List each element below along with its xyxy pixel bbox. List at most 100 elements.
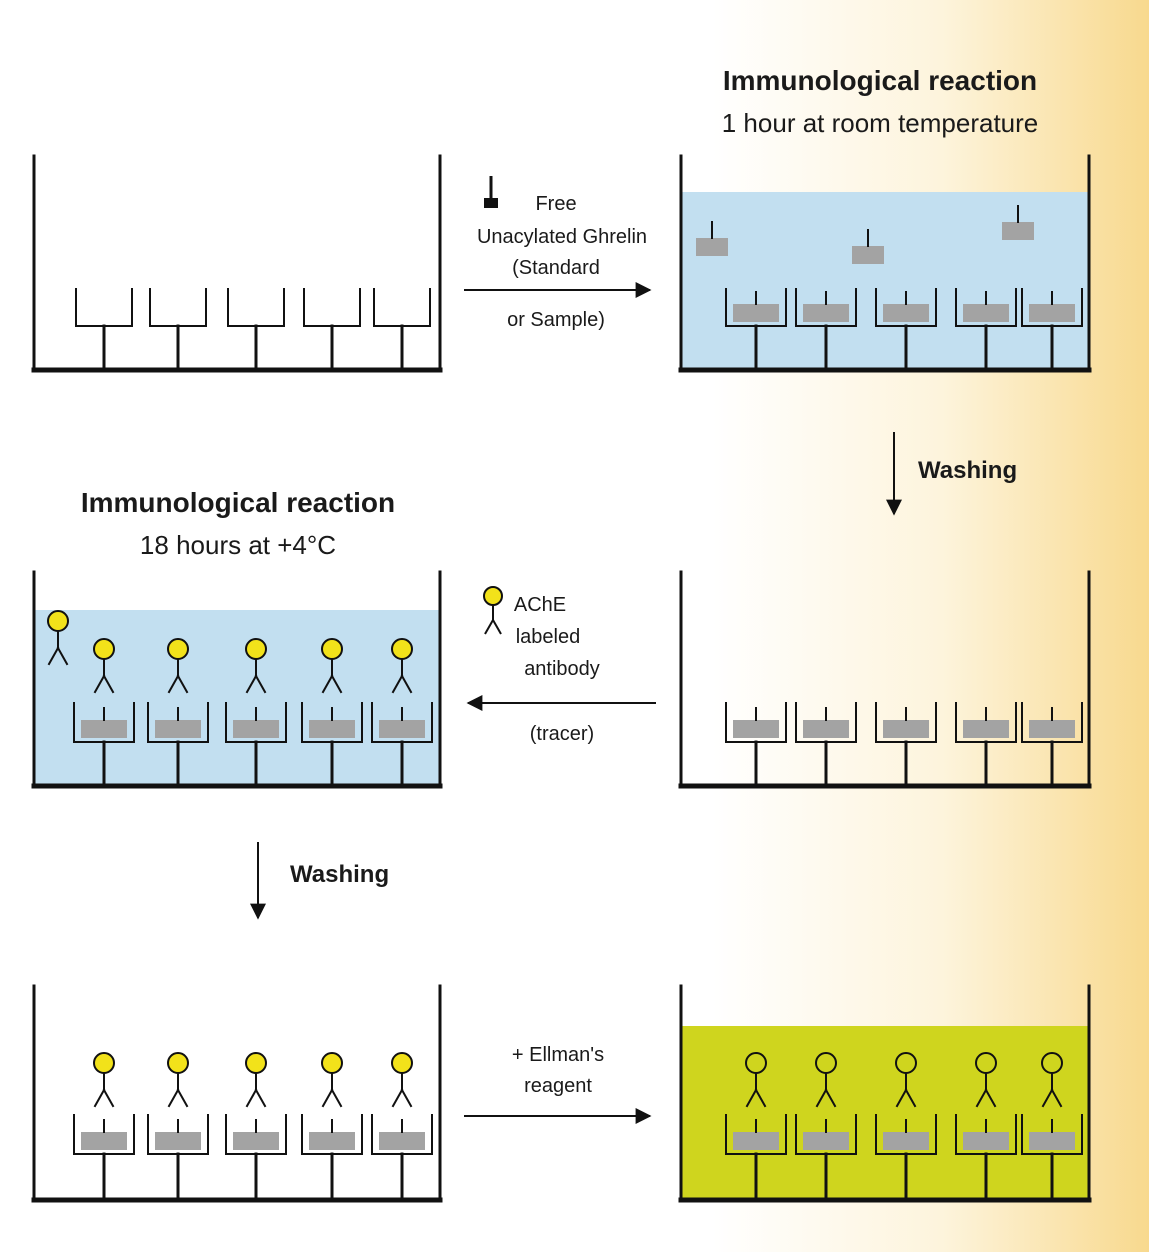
- capture-antibody: [371, 702, 433, 788]
- step3-reagent-arrow: + Ellman's reagent: [464, 1044, 652, 1124]
- bound-ghrelin: [155, 720, 201, 738]
- capture-antibody: [725, 288, 787, 372]
- tracer-arm-left: [895, 1088, 908, 1108]
- tracer-head: [391, 1052, 413, 1074]
- tracer-arm-right: [824, 1088, 837, 1108]
- step2-subtitle: 18 hours at +4°C: [140, 530, 336, 560]
- bound-ghrelin: [803, 720, 849, 738]
- bound-ghrelin: [733, 1132, 779, 1150]
- tracer-head: [47, 610, 69, 632]
- capture-antibody: [303, 288, 361, 372]
- capture-antibody-cup: [149, 288, 207, 327]
- bound-ghrelin: [803, 304, 849, 322]
- tracer-arm-right: [984, 1088, 997, 1108]
- tracer-arm-left: [321, 1088, 334, 1108]
- capture-antibody: [955, 702, 1017, 788]
- tracer-antibody: [321, 638, 343, 694]
- tracer-arm-left: [391, 674, 404, 694]
- capture-antibody: [875, 702, 937, 788]
- bound-ghrelin: [963, 304, 1009, 322]
- bound-ghrelin: [883, 720, 929, 738]
- tracer-antibody: [167, 1052, 189, 1108]
- step2-title: Immunological reaction: [81, 487, 395, 518]
- well-incubation-ghrelin: [678, 154, 1092, 373]
- step2-reagent-line4: (tracer): [530, 723, 594, 745]
- tracer-antibody: [321, 1052, 343, 1108]
- tracer-arm-right: [254, 1088, 267, 1108]
- step2-reagent-line2: labeled: [516, 626, 581, 648]
- tracer-arm-right: [56, 646, 69, 666]
- well-capture-antibodies: [31, 154, 443, 373]
- step1-subtitle: 1 hour at room temperature: [722, 108, 1039, 138]
- capture-antibody-cup: [303, 288, 361, 327]
- tracer-arm-left: [47, 646, 60, 666]
- tracer-antibody: [391, 638, 413, 694]
- step2-reagent-line3: antibody: [524, 658, 600, 680]
- capture-antibody: [147, 702, 209, 788]
- tracer-head: [245, 1052, 267, 1074]
- tracer-arm-right: [254, 674, 267, 694]
- capture-antibody: [955, 1114, 1017, 1202]
- bound-ghrelin: [1029, 720, 1075, 738]
- tracer-arm-right: [102, 674, 115, 694]
- capture-antibody: [795, 702, 857, 788]
- tracer-head: [245, 638, 267, 660]
- tracer-arm-right: [330, 674, 343, 694]
- tracer-antibody: [93, 638, 115, 694]
- capture-antibody: [149, 288, 207, 372]
- well-d-liquid: [34, 610, 440, 786]
- tracer-head: [321, 638, 343, 660]
- bound-ghrelin: [81, 720, 127, 738]
- bound-ghrelin: [1029, 1132, 1075, 1150]
- well-washed-sandwich: [31, 984, 443, 1203]
- tracer-arm-left: [1041, 1088, 1054, 1108]
- step1-reagent-line3: (Standard: [512, 257, 600, 279]
- capture-antibody-cup: [227, 288, 285, 327]
- wash2-label: Washing: [290, 861, 389, 888]
- step1-reagent-arrow: Free Unacylated Ghrelin (Standard or Sam…: [464, 176, 652, 331]
- capture-antibody: [1021, 1114, 1083, 1202]
- capture-antibody: [1021, 288, 1083, 372]
- capture-antibody: [725, 1114, 787, 1202]
- bound-ghrelin: [309, 1132, 355, 1150]
- tracer-antibody: [93, 1052, 115, 1108]
- tracer-antibody: [745, 1052, 767, 1108]
- tracer-head: [93, 1052, 115, 1074]
- capture-antibody: [1021, 702, 1083, 788]
- step1-reagent-line4: or Sample): [507, 309, 605, 331]
- tracer-antibody: [895, 1052, 917, 1108]
- tracer-antibody: [245, 1052, 267, 1108]
- capture-antibody: [75, 288, 133, 372]
- bound-ghrelin: [963, 1132, 1009, 1150]
- tracer-head: [93, 638, 115, 660]
- tracer-arm-right: [176, 1088, 189, 1108]
- capture-antibody: [301, 702, 363, 788]
- wash2-arrow-group: Washing: [250, 842, 389, 920]
- capture-antibody: [795, 288, 857, 372]
- bound-ghrelin: [233, 1132, 279, 1150]
- capture-antibody: [301, 1114, 363, 1202]
- tracer-antibody: [815, 1052, 837, 1108]
- tracer-head: [167, 638, 189, 660]
- step1-title: Immunological reaction: [723, 65, 1037, 96]
- step2-reagent-line1: AChE: [514, 594, 566, 616]
- tracer-arm-left: [815, 1088, 828, 1108]
- tracer-arm-left: [167, 674, 180, 694]
- tracer-arm-left: [245, 1088, 258, 1108]
- tracer-arm-right: [754, 1088, 767, 1108]
- capture-antibody: [73, 702, 135, 788]
- tracer-arm-right: [330, 1088, 343, 1108]
- tracer-arm-right: [102, 1088, 115, 1108]
- bound-ghrelin: [803, 1132, 849, 1150]
- tracer-antibody: [245, 638, 267, 694]
- bound-ghrelin: [733, 304, 779, 322]
- bound-ghrelin: [883, 1132, 929, 1150]
- free-ghrelin-icon: [484, 198, 498, 208]
- bound-ghrelin: [379, 720, 425, 738]
- tracer-antibody-icon: [483, 586, 503, 635]
- capture-antibody: [225, 1114, 287, 1202]
- tracer-arm-right: [176, 674, 189, 694]
- bound-ghrelin: [81, 1132, 127, 1150]
- tracer-head: [391, 638, 413, 660]
